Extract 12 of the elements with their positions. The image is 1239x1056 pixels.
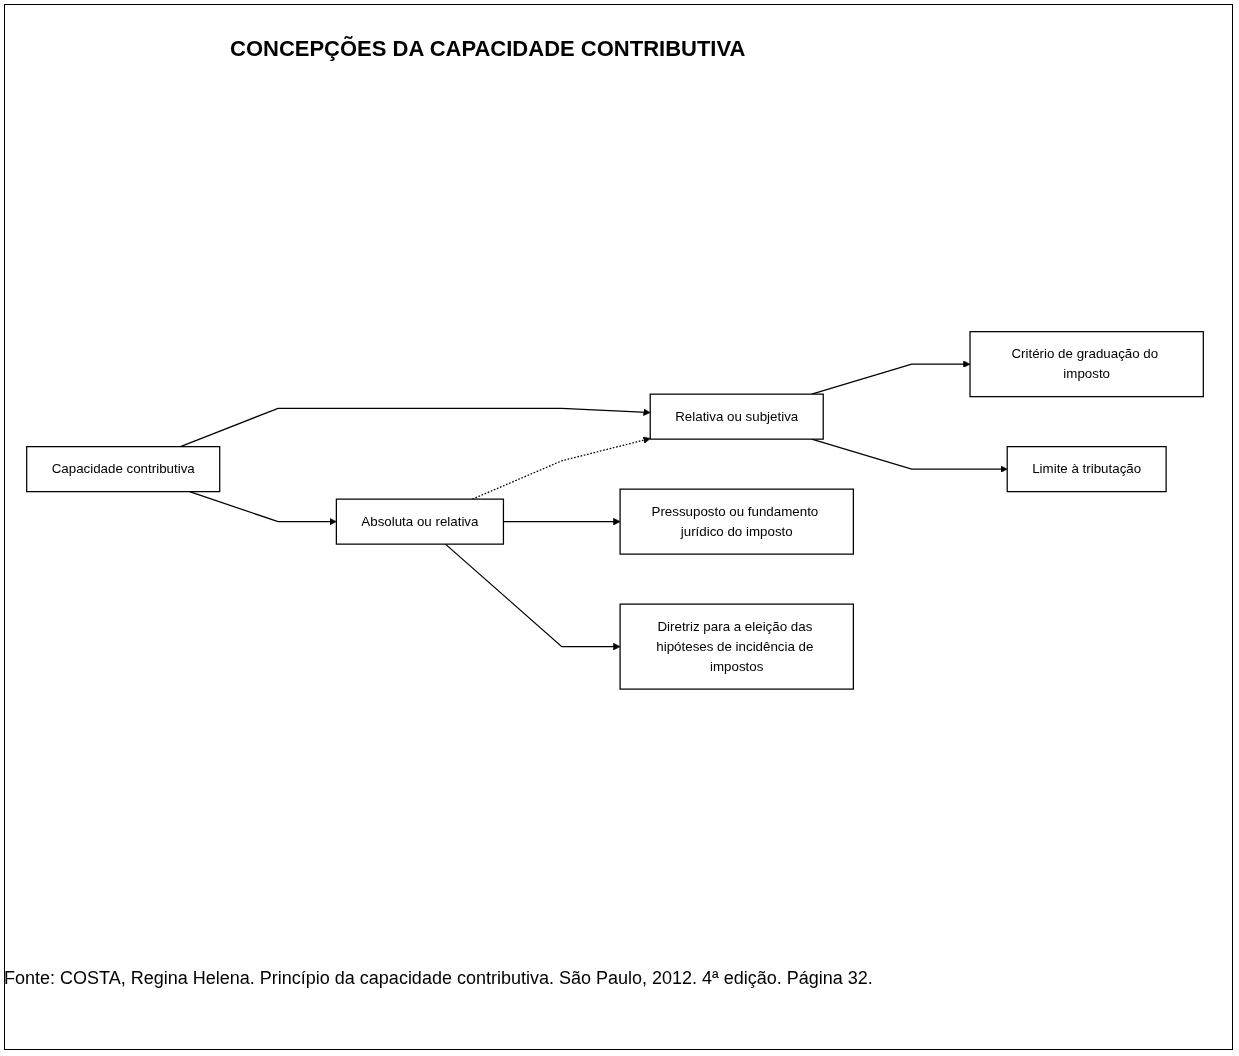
arrow <box>811 438 1008 473</box>
node-box: Limite à tributação <box>1006 445 1167 492</box>
node-box: Relativa ou subjetiva <box>649 393 824 440</box>
diagram-title: CONCEPÇÕES DA CAPACIDADE CONTRIBUTIVA <box>230 36 746 62</box>
node-box: Pressuposto ou fundamento jurídico do imposto <box>619 488 854 555</box>
node-box: Diretriz para a eleição das hipóteses de incidência de impostos <box>619 603 854 690</box>
node-box: Critério de graduação do imposto <box>969 330 1204 397</box>
arrow <box>444 543 621 650</box>
node-box: Absoluta ou relativa <box>335 498 505 545</box>
node-box: Capacidade contributiva <box>26 445 221 492</box>
arrow <box>188 490 337 525</box>
source-caption: Fonte: COSTA, Regina Helena. Princípio da capacidade contributiva. São Paulo, 2012. 4ª edição. Página 32. <box>4 967 874 990</box>
